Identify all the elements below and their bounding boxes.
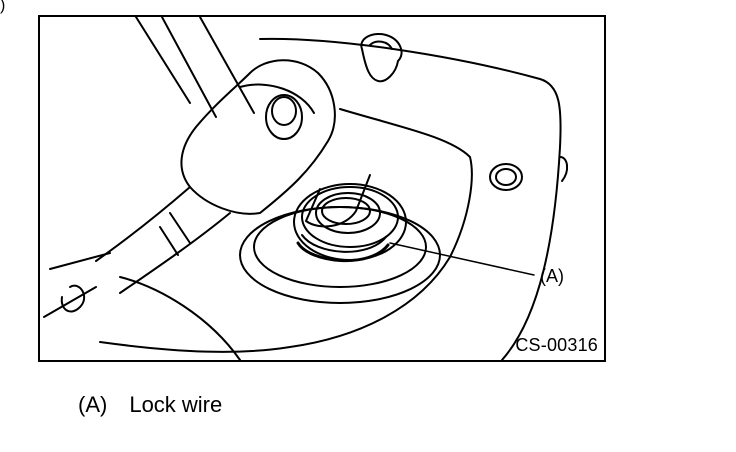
bolt-boss-top bbox=[360, 33, 403, 83]
lever-arm bbox=[161, 17, 255, 118]
pivot-bolt bbox=[265, 94, 303, 140]
mount-hole bbox=[489, 163, 523, 191]
inner-ring bbox=[315, 192, 381, 234]
legend: (A) Lock wire bbox=[78, 392, 222, 418]
legend-key: (A) bbox=[78, 392, 108, 417]
corner-mark: ) bbox=[0, 0, 6, 14]
shift-rod bbox=[305, 174, 371, 228]
lock-wire bbox=[296, 241, 390, 263]
callout-leader bbox=[389, 242, 535, 276]
callout-label-a: (A) bbox=[540, 266, 564, 286]
seat-ring-outer bbox=[239, 206, 441, 304]
boot-ring bbox=[293, 183, 407, 261]
housing-plate bbox=[259, 37, 562, 360]
transmission-illustration bbox=[43, 17, 568, 360]
figure-frame: (A) CS-00316 bbox=[38, 15, 606, 362]
seat-ring-middle bbox=[253, 206, 427, 288]
lever-link bbox=[180, 59, 336, 215]
legend-text: Lock wire bbox=[129, 392, 223, 417]
figure-code: CS-00316 bbox=[515, 335, 598, 355]
housing-inner-edge bbox=[99, 108, 473, 353]
